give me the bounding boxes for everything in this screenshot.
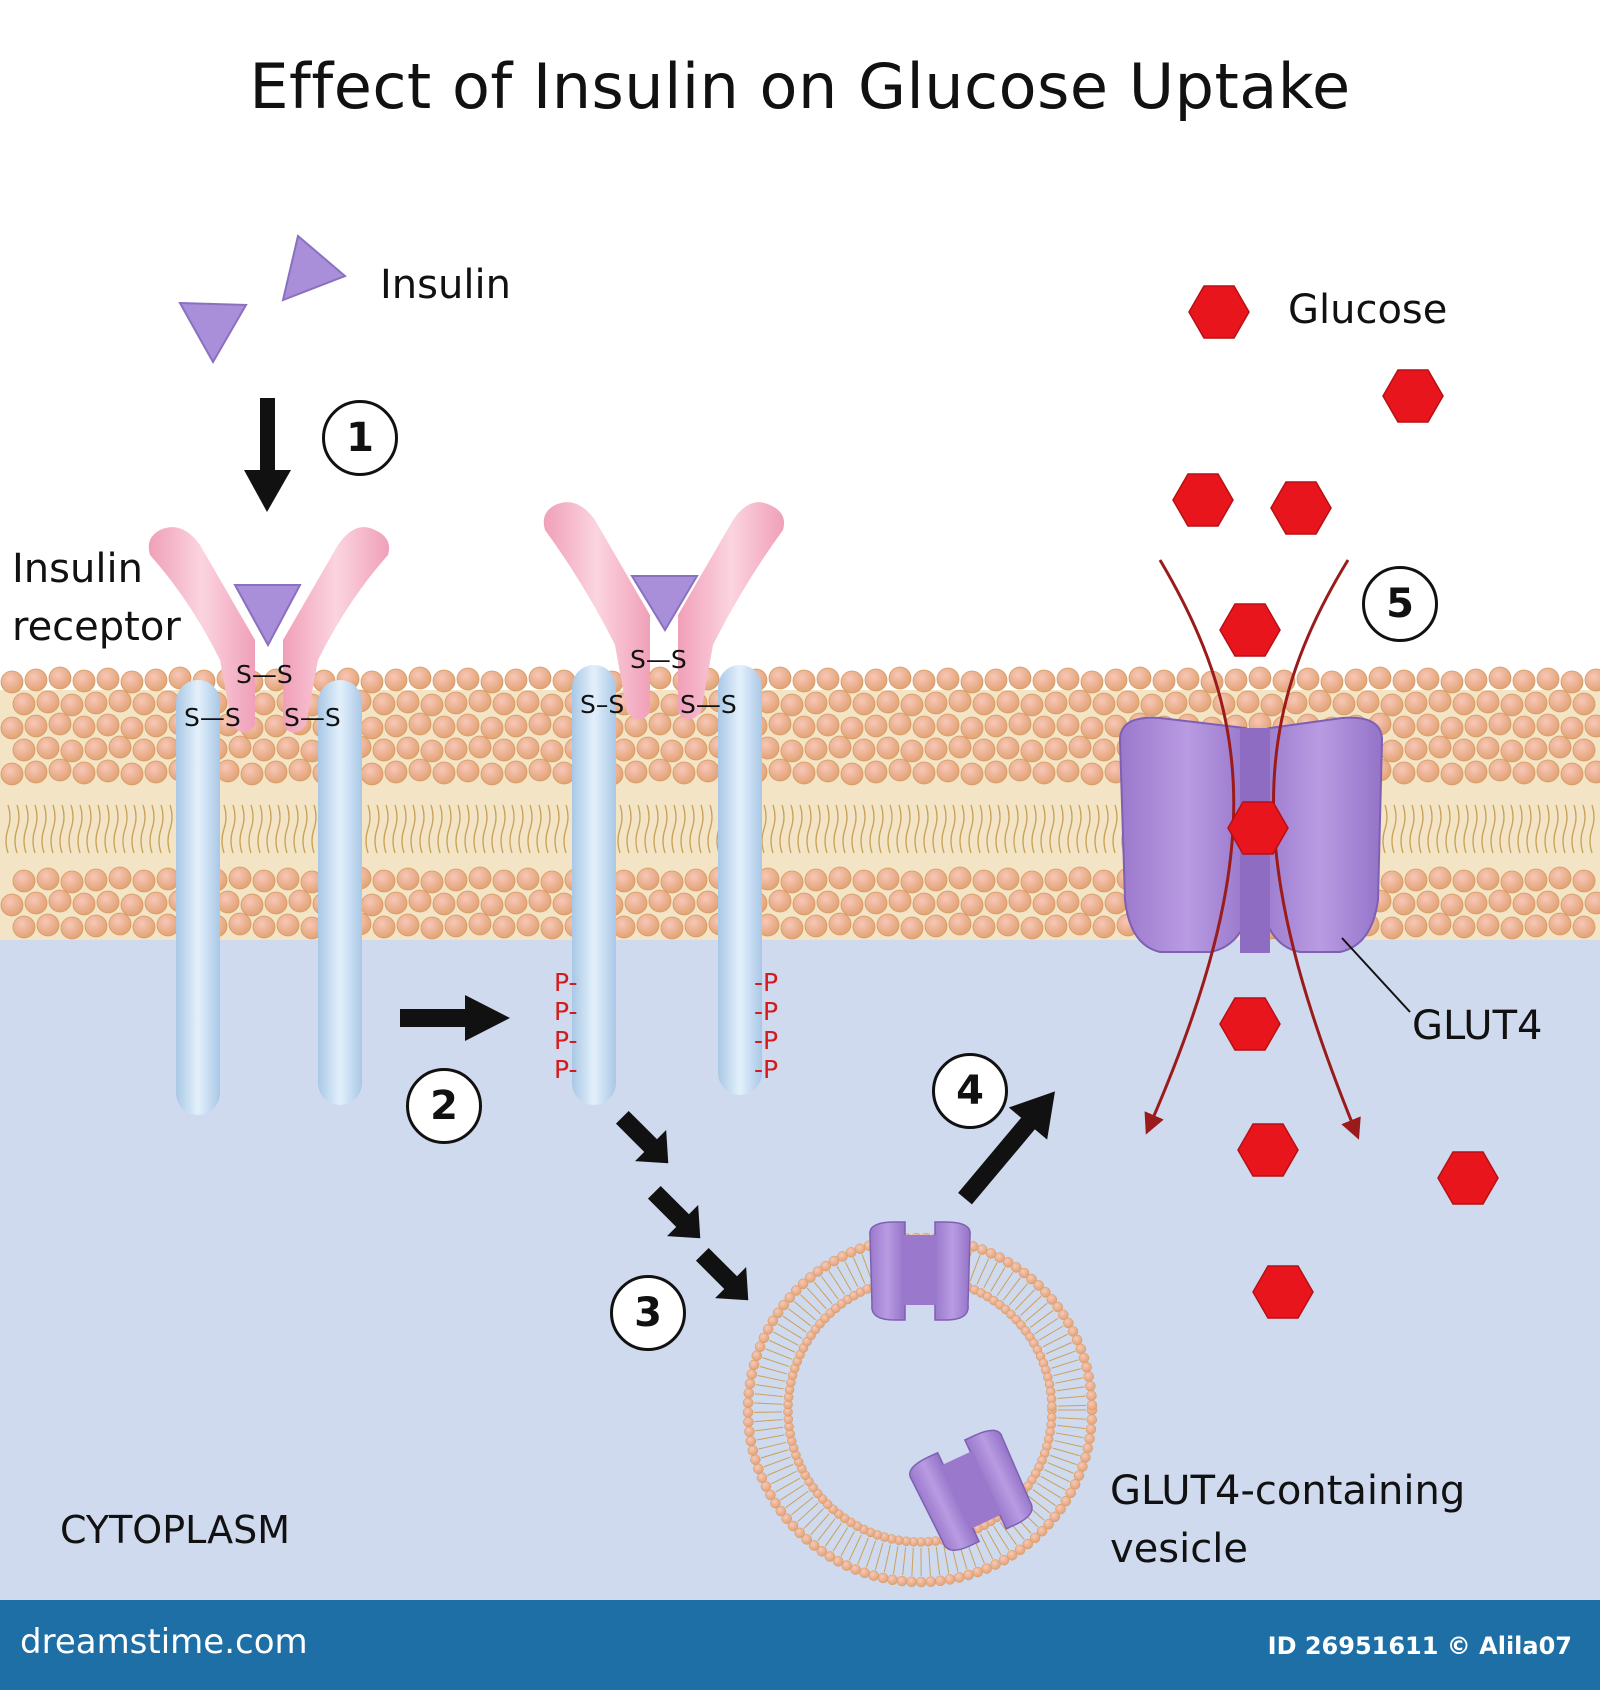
- insulin-receptor-1: [148, 527, 390, 1115]
- footer-bar: dreamstime.com ID 26951611 © Alila07: [0, 1600, 1600, 1690]
- glucose-molecule: [1219, 603, 1281, 657]
- insulin-receptor-label-line2: receptor: [12, 604, 181, 650]
- step-marker-3: 3: [610, 1275, 686, 1351]
- disulfide-bond: S–S: [580, 690, 625, 719]
- step-marker-2: 2: [406, 1068, 482, 1144]
- disulfide-bond: S—S: [184, 703, 241, 732]
- receptor-alpha-subunit: [148, 527, 255, 733]
- step-marker-4: 4: [932, 1053, 1008, 1129]
- receptor-beta-subunit: [318, 680, 362, 1105]
- glucose-molecule: [1252, 1265, 1314, 1319]
- glucose-molecule: [1219, 997, 1281, 1051]
- glut4-label: GLUT4: [1412, 1003, 1543, 1049]
- diagram-artwork: [0, 234, 1600, 1600]
- disulfide-bond: S—S: [284, 703, 341, 732]
- receptor-alpha-subunit: [678, 502, 785, 720]
- arrow-step-3: [615, 1110, 749, 1301]
- footer-brand[interactable]: dreamstime.com: [20, 1622, 308, 1662]
- footer-credit: ID 26951611 © Alila07: [1267, 1632, 1572, 1660]
- cytoplasm-label: CYTOPLASM: [60, 1508, 291, 1552]
- glucose-molecule: [1270, 481, 1332, 535]
- cytoplasm-region: [0, 930, 1600, 1600]
- insulin-receptor-label-line1: Insulin: [12, 546, 143, 592]
- receptor-beta-subunit: [176, 680, 220, 1115]
- vesicle-glut4-top: [869, 1221, 971, 1321]
- insulin-bound: [630, 575, 699, 632]
- vesicle-label-line2: vesicle: [1110, 1526, 1248, 1572]
- glucose-flow-arrow: [1144, 559, 1236, 1135]
- glucose-molecule: [1172, 473, 1234, 527]
- glut4-transporter: [1118, 716, 1384, 953]
- disulfide-bond: S—S: [680, 690, 737, 719]
- insulin-receptor-2: [543, 502, 785, 1105]
- receptor-beta-subunit: [572, 665, 616, 1105]
- arrow-step-1: [244, 398, 291, 512]
- insulin-bound: [233, 584, 302, 648]
- arrow-step-4: [958, 1091, 1055, 1205]
- phosphate-group-left: P-P-P-P-: [554, 968, 578, 1084]
- glut4-leader-line: [1341, 937, 1411, 1013]
- receptor-alpha-subunit: [283, 527, 390, 733]
- insulin-molecule: [281, 234, 347, 302]
- glucose-molecule: [1227, 801, 1289, 855]
- disulfide-bond: S—S: [236, 660, 293, 689]
- glucose-molecules: [1172, 285, 1499, 1319]
- vesicle-label-line1: GLUT4-containing: [1110, 1468, 1466, 1514]
- phosphate-group-right: -P-P-P-P: [754, 968, 779, 1084]
- glucose-molecule: [1237, 1123, 1299, 1177]
- disulfide-bond: S—S: [630, 645, 687, 674]
- step-marker-5: 5: [1362, 566, 1438, 642]
- glucose-molecule: [1188, 285, 1250, 339]
- arrow-step-2: [400, 995, 510, 1041]
- glucose-molecule: [1437, 1151, 1499, 1205]
- insulin-label: Insulin: [380, 262, 511, 308]
- receptor-alpha-subunit: [543, 502, 650, 720]
- step-marker-1: 1: [322, 400, 398, 476]
- insulin-molecule: [178, 301, 248, 365]
- glucose-label: Glucose: [1288, 287, 1448, 333]
- glucose-molecule: [1382, 369, 1444, 423]
- vesicle-glut4-bottom: [909, 1429, 1033, 1551]
- receptor-beta-subunit: [718, 665, 762, 1095]
- page-title: Effect of Insulin on Glucose Uptake: [249, 50, 1351, 123]
